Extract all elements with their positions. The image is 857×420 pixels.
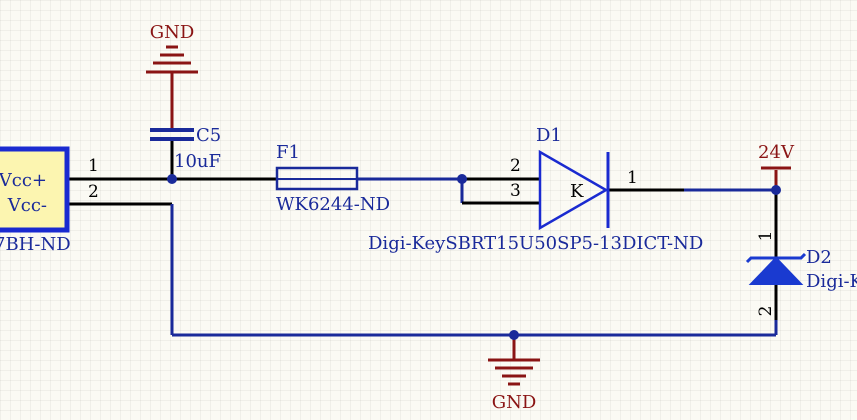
power-24v-label: 24V bbox=[758, 142, 795, 163]
capacitor-designator: C5 bbox=[196, 125, 221, 146]
gnd-top-label: GND bbox=[150, 22, 195, 43]
diode-d1-designator: D1 bbox=[536, 125, 562, 146]
gnd-bottom-label: GND bbox=[492, 392, 537, 413]
capacitor-value: 10uF bbox=[174, 151, 221, 172]
connector-pin1-name: Vcc+ bbox=[0, 170, 47, 191]
connector-component[interactable]: Vcc+ Vcc- 1 2 7BH-ND bbox=[0, 146, 99, 255]
diode-d2-pin-2: 2 bbox=[756, 306, 776, 317]
junction-cap[interactable] bbox=[167, 174, 177, 184]
connector-pin2-name: Vcc- bbox=[7, 195, 47, 216]
junction-return-gnd[interactable] bbox=[509, 330, 519, 340]
connector-body[interactable] bbox=[0, 146, 70, 233]
fuse-designator: F1 bbox=[276, 142, 300, 163]
capacitor-c5[interactable]: C5 10uF bbox=[150, 125, 221, 172]
junction-24v[interactable] bbox=[771, 185, 781, 195]
gnd-symbol-top[interactable]: GND bbox=[146, 22, 198, 74]
connector-pin2-number: 2 bbox=[88, 182, 99, 202]
diode-d2[interactable]: D2 Digi-K 1 2 bbox=[745, 231, 857, 317]
power-port-24v[interactable]: 24V bbox=[758, 142, 795, 170]
wires bbox=[68, 72, 778, 360]
diode-d1-pin-1: 1 bbox=[627, 168, 638, 188]
fuse-part-number: WK6244-ND bbox=[276, 194, 390, 215]
diode-d1[interactable]: K D1 2 3 1 Digi-KeySBRT15U50SP5-13DICT-N… bbox=[368, 125, 703, 254]
gnd-symbol-bottom[interactable]: GND bbox=[488, 358, 540, 413]
diode-d2-designator: D2 bbox=[806, 247, 832, 268]
diode-d1-pin-2: 2 bbox=[510, 156, 521, 176]
diode-d1-pin-3: 3 bbox=[510, 181, 521, 201]
diode-d2-pin-1: 1 bbox=[756, 231, 776, 242]
junctions bbox=[167, 174, 781, 340]
diode-d2-part-number: Digi-K bbox=[806, 271, 857, 292]
fuse-f1[interactable]: F1 WK6244-ND bbox=[275, 142, 390, 215]
diode-d1-part-number: Digi-KeySBRT15U50SP5-13DICT-ND bbox=[368, 233, 703, 254]
diode-d1-cathode-letter: K bbox=[570, 181, 584, 202]
junction-diode-input[interactable] bbox=[457, 174, 467, 184]
connector-part-number: 7BH-ND bbox=[0, 234, 71, 255]
connector-pin1-number: 1 bbox=[88, 156, 99, 176]
